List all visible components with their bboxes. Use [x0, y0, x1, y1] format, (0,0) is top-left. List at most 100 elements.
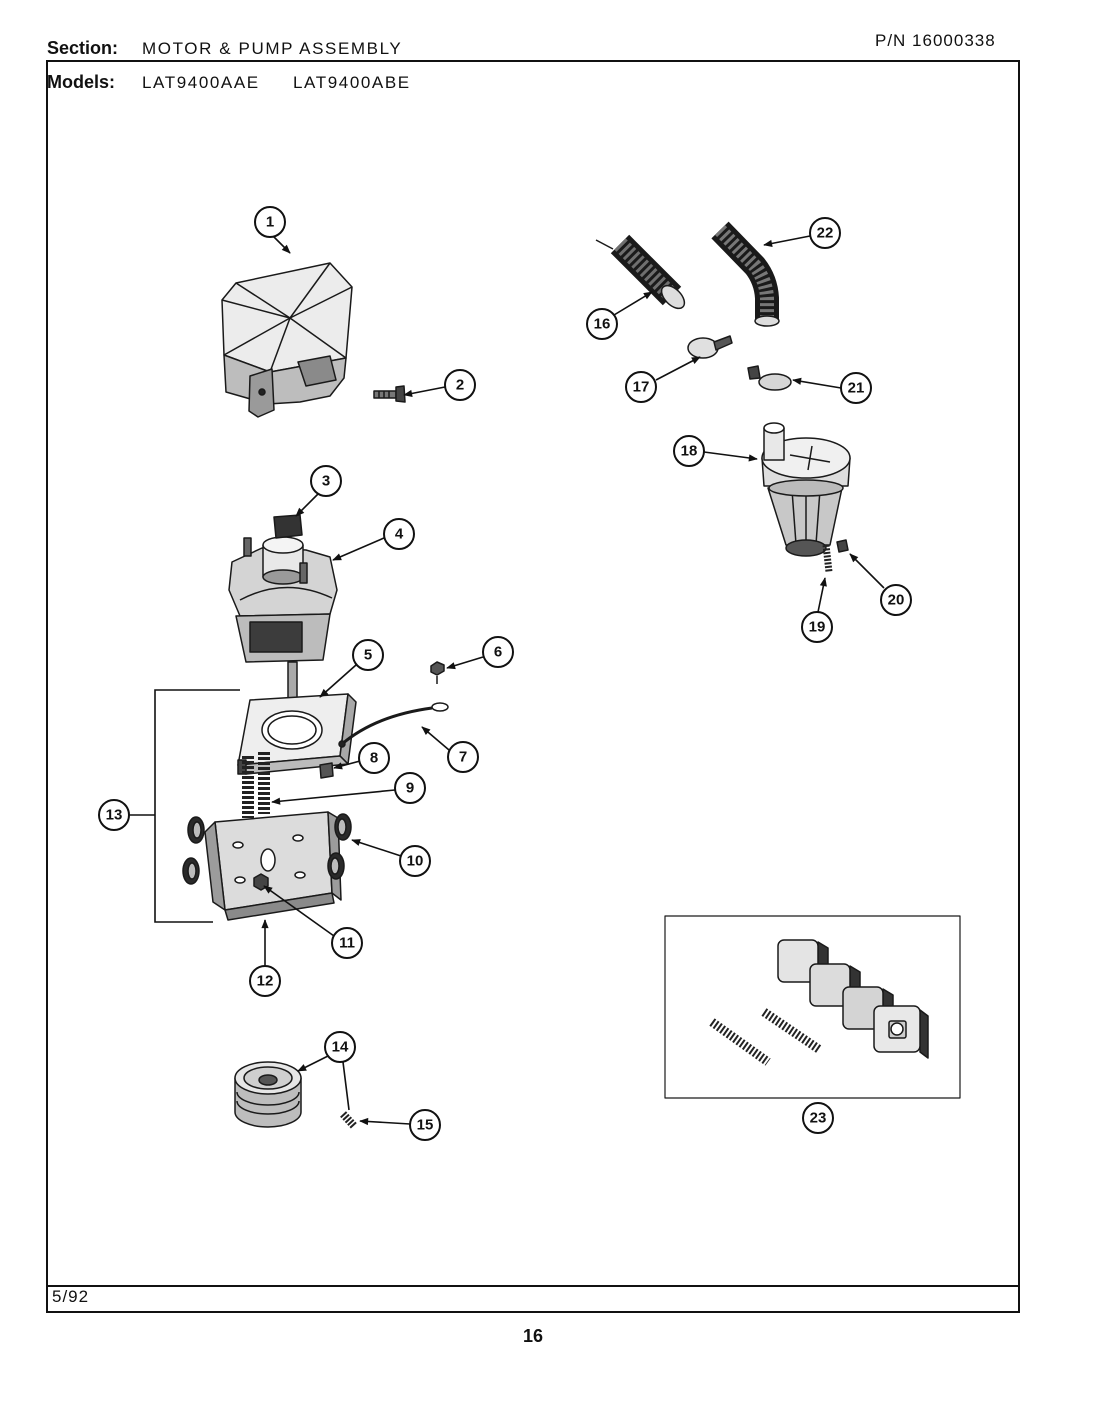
callout-15: 15 — [409, 1109, 441, 1141]
callout-5: 5 — [352, 639, 384, 671]
callout-number: 12 — [257, 973, 274, 990]
motor-bolt — [243, 537, 252, 557]
screw-drawing — [836, 539, 849, 553]
leader-line-2 — [403, 386, 446, 397]
callout-9: 9 — [394, 772, 426, 804]
grommet-center — [330, 857, 340, 875]
pump-flange — [768, 479, 844, 497]
callout-number: 17 — [633, 379, 650, 396]
callout-number: 9 — [406, 780, 414, 797]
callout-circle — [802, 1102, 834, 1134]
motor-capsule-top — [262, 536, 304, 554]
pump-outlet — [785, 539, 827, 557]
leader-line-9 — [271, 789, 396, 805]
section-title: MOTOR & PUMP ASSEMBLY — [142, 39, 402, 58]
callout-23: 23 — [802, 1102, 834, 1134]
leader-line-20 — [849, 553, 885, 589]
leader-line-16 — [613, 291, 653, 316]
cover-facet — [223, 317, 291, 356]
callout-circle — [444, 369, 476, 401]
cover-facet — [289, 317, 347, 359]
nut-body — [430, 661, 445, 676]
leader-line-18 — [703, 451, 758, 462]
cover-facet — [269, 317, 291, 373]
callout-circle — [352, 639, 384, 671]
leader-line-17 — [655, 356, 701, 381]
cover-notch — [297, 355, 337, 387]
callout-17: 17 — [625, 371, 657, 403]
screw-drawing — [373, 385, 406, 403]
clamp-tab — [713, 335, 733, 351]
callout-circle — [358, 742, 390, 774]
leader-line-21 — [792, 377, 842, 389]
leader-line-6 — [446, 656, 484, 670]
callout-number: 23 — [810, 1110, 827, 1127]
motor-window — [249, 621, 303, 653]
callout-13: 13 — [98, 799, 130, 831]
clamp-tab — [747, 365, 761, 380]
callout-number: 18 — [681, 443, 698, 460]
callout-2: 2 — [444, 369, 476, 401]
screw-drawing — [319, 762, 334, 779]
motor-drawing — [228, 514, 338, 701]
set-screw — [340, 1111, 357, 1129]
pump-rib — [791, 489, 797, 545]
diagram-frame — [46, 60, 1020, 1313]
grommet-center — [192, 821, 202, 839]
hose-drawing — [595, 234, 686, 310]
callout-3: 3 — [310, 465, 342, 497]
pump-inlet-opening — [763, 422, 785, 434]
cover-facet — [221, 299, 291, 319]
kit-spring — [761, 1008, 823, 1054]
callout-circle — [394, 772, 426, 804]
callout-number: 11 — [339, 935, 355, 952]
elbow-ribs — [714, 225, 774, 320]
clamp-drawing — [747, 365, 792, 391]
callout-number: 15 — [417, 1117, 434, 1134]
wire-terminal — [431, 702, 449, 712]
leader-line-3 — [295, 493, 319, 517]
cover-facet — [289, 286, 353, 319]
clamp-drawing — [687, 335, 733, 359]
callout-circle — [840, 372, 872, 404]
callout-6: 6 — [482, 636, 514, 668]
bracket-slot — [260, 848, 276, 872]
callout-8: 8 — [358, 742, 390, 774]
hose-extension-line — [595, 239, 614, 250]
springs-drawing — [242, 752, 270, 818]
block-face — [809, 963, 851, 1007]
callout-11: 11 — [331, 927, 363, 959]
callout-7: 7 — [447, 741, 479, 773]
leader-line-22 — [763, 235, 811, 247]
callout-22: 22 — [809, 217, 841, 249]
grommet-center — [187, 862, 197, 880]
set-screw-drawing — [340, 1111, 357, 1129]
counterweight-kit-drawing — [709, 939, 929, 1066]
clamp-ring — [687, 337, 719, 359]
callout-4: 4 — [383, 518, 415, 550]
leader-line-19 — [817, 577, 827, 613]
callout-circle — [98, 799, 130, 831]
page-number: 16 — [523, 1326, 543, 1346]
callout-circle — [409, 1109, 441, 1141]
callout-number: 19 — [809, 619, 826, 636]
callout-circle — [447, 741, 479, 773]
callout-number: 16 — [594, 316, 611, 333]
model-number: LAT9400AAE — [142, 73, 260, 92]
pulley-groove — [236, 1100, 300, 1115]
screw-shaft — [822, 544, 833, 573]
leader-line-7 — [421, 726, 450, 751]
callout-circle — [801, 611, 833, 643]
ground-wire-drawing — [338, 702, 449, 748]
callout-circle — [249, 965, 281, 997]
clamp-ring — [758, 373, 792, 391]
cover-drawing — [221, 262, 353, 418]
leader-line-11 — [263, 885, 335, 937]
nut-drawing — [430, 661, 445, 684]
leader-line-5 — [319, 664, 357, 698]
callout-number: 5 — [364, 647, 372, 664]
plate-hole-rim — [267, 715, 317, 745]
bracket-slot — [232, 841, 244, 849]
callout-circle — [482, 636, 514, 668]
